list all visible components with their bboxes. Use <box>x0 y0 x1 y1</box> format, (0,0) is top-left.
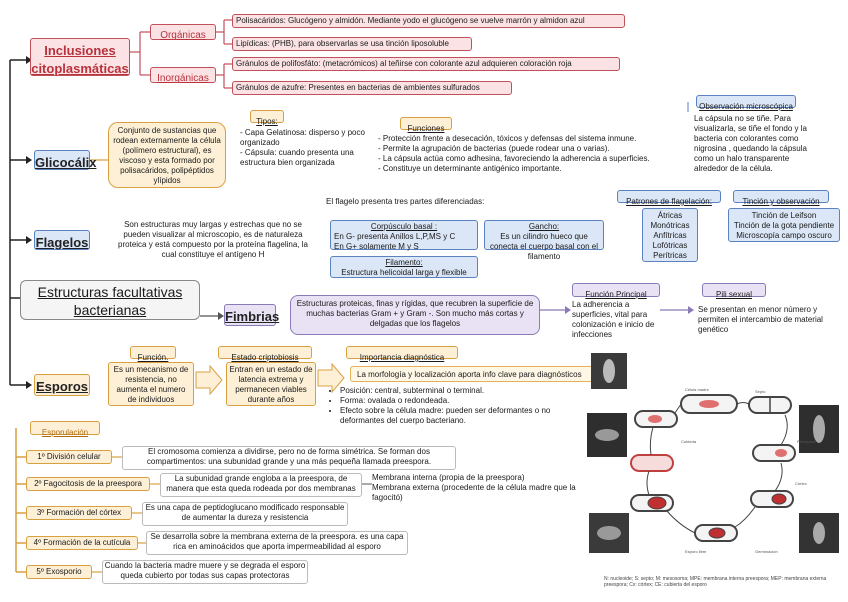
funciones-label: Funciones <box>400 117 452 133</box>
filamento-box: Filamento: Estructura helicoidal larga y… <box>330 256 478 278</box>
fig-label-cubierta: Cubierta <box>681 439 697 444</box>
step-4-label: 4º Formación de la cutícula <box>26 536 138 550</box>
obs-text: La cápsula no se tiñe. Para visualizarla… <box>694 114 807 173</box>
step-1-label: 1º División celular <box>26 450 112 464</box>
bullet-posicion: Posición: central, subterminal o termina… <box>340 386 586 396</box>
flagelos-desc: Son estructuras muy largas y estrechas q… <box>118 220 308 259</box>
esporos-bullets: Posición: central, subterminal o termina… <box>326 386 586 434</box>
fig-label-cortex: Córtex <box>795 481 807 486</box>
tincion-box: Tinción de Leifson Tinción de la gota pe… <box>728 208 840 242</box>
funciones-text: - Protección frente a desecación, tóxico… <box>378 134 650 173</box>
esporos-title: Esporos <box>34 374 90 396</box>
pili-text: Se presentan en menor número y permiten … <box>698 305 823 334</box>
inorganicas-node: Inorgánicas <box>150 67 216 84</box>
fimbrias-title: Fimbrias <box>224 304 279 326</box>
lipidicas-box: Lipídicas: (PHB), para observarlas se us… <box>232 37 472 51</box>
tincion-label: Tinción y observación <box>733 190 829 206</box>
obs-label: Observación microscópica <box>696 95 796 111</box>
patrones-label: Patrones de flagelación: <box>617 190 721 206</box>
esporos-funcion-text: Es un mecanismo de resistencia, no aumen… <box>108 362 194 406</box>
esporos-funcion-label: Función. <box>130 346 176 362</box>
importancia-label: Importancia diagnóstica <box>346 346 458 362</box>
fig-label-septo: Septo <box>755 389 766 394</box>
tipos-text: - Capa Gelatinosa: disperso y poco organ… <box>240 128 365 167</box>
gancho-box: Gancho: Es un cilindro hueco que conecta… <box>484 220 604 261</box>
fimbrias-desc: Estructuras proteicas, finas y rígidas, … <box>290 295 540 335</box>
sporulation-figure: Célula madre Esporo libre Germinación Se… <box>585 345 843 580</box>
fig-label-germinacion: Germinación <box>755 549 778 554</box>
step-3-text: Es una capa de peptidoglucano modificado… <box>142 502 348 526</box>
fig-label-esporo-libre: Esporo libre <box>685 549 707 554</box>
corpusculo-box: Corpúsculo basal : En G- presenta Anillo… <box>330 220 478 251</box>
patrones-box: Átricas Monótricas Anfítricas Lofótricas… <box>642 208 698 262</box>
flagelo-partes: El flagelo presenta tres partes diferenc… <box>326 197 485 206</box>
esporulacion-title: Esporulación <box>30 421 100 437</box>
step-2-label: 2º Fagocitosis de la preespora <box>26 477 150 491</box>
step-1-text: El cromosoma comienza a dividirse, pero … <box>122 446 456 470</box>
cripto-label: Estado criptobiosis <box>218 346 312 362</box>
pili-label: Pili sexual <box>702 283 766 299</box>
step-2-text: La subunidad grande engloba a la preespo… <box>160 473 362 497</box>
inclusiones-title: Inclusiones citoplasmáticas <box>30 38 130 76</box>
importancia-text: La morfología y localización aporta info… <box>350 366 612 382</box>
fig-label-celula-madre: Célula madre <box>685 387 710 392</box>
tipos-label: Tipos: <box>250 110 284 126</box>
estructuras-title: Estructuras facultativas bacterianas <box>20 280 200 320</box>
bullet-forma: Forma: ovalada o redondeada. <box>340 396 586 406</box>
glicocalix-title: Glicocálix <box>34 150 96 170</box>
polifosfato-box: Gránulos de polifosfáto: (metacrómicos) … <box>232 57 620 71</box>
polisacaridos-box: Polisacáridos: Glucógeno y almidón. Medi… <box>232 14 625 28</box>
step-3-label: 3º Formación del córtex <box>26 506 132 520</box>
bullet-efecto: Efecto sobre la célula madre: pueden ser… <box>340 406 586 426</box>
flagelos-title: Flagelos <box>34 230 90 250</box>
fimbrias-funcion-text: La adherencia a superficies, vital para … <box>572 300 655 339</box>
figure-caption: N: nucleoide; S: septo; M: mesosoma; MPE… <box>604 576 827 588</box>
azufre-box: Gránulos de azufre: Presentes en bacteri… <box>232 81 512 95</box>
organicas-node: Orgánicas <box>150 24 216 41</box>
cripto-text: Entran en un estado de latencia extrema … <box>226 362 316 406</box>
step-4-text: Se desarrolla sobre la membrana externa … <box>146 531 408 555</box>
glicocalix-desc: Conjunto de sustancias que rodean extern… <box>108 122 226 188</box>
step-2-extra: Membrana interna (propia de la preespora… <box>372 473 576 502</box>
step-5-text: Cuando la bacteria madre muere y se degr… <box>102 560 308 584</box>
step-5-label: 5º Exosporio <box>26 565 92 579</box>
sporulation-diagram: Célula madre Esporo libre Germinación Se… <box>587 353 839 554</box>
fig-label-preespora: Preespora <box>797 439 816 444</box>
fimbrias-funcion-label: Función Principal <box>572 283 660 299</box>
